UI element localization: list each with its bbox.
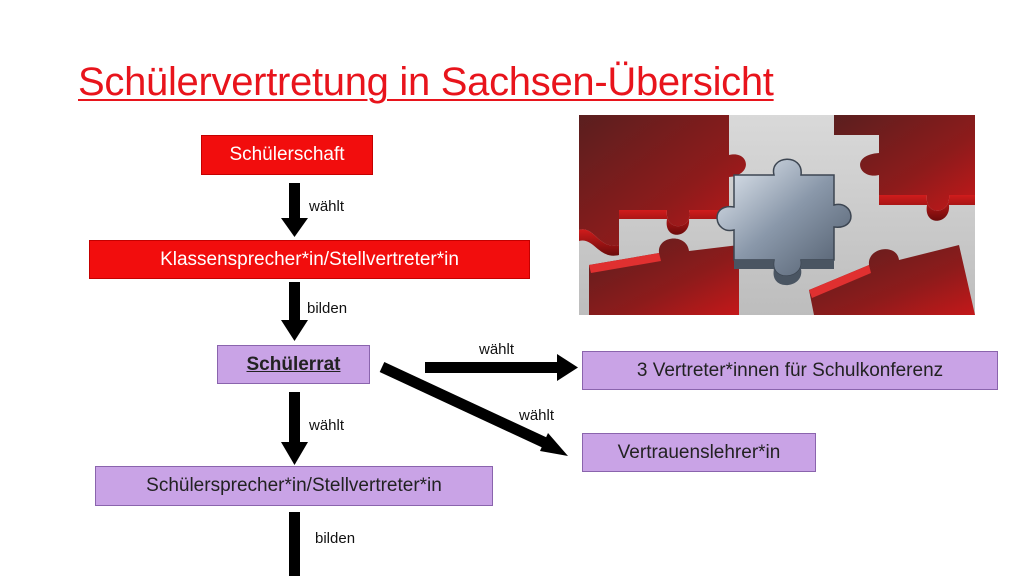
node-schulkonferenz: 3 Vertreter*innen für Schulkonferenz [582, 351, 998, 390]
arrow-right-schulkonferenz [425, 354, 578, 381]
puzzle-pieces-image [579, 115, 975, 315]
arrow-diagonal-vertrauenslehrer [379, 362, 568, 456]
edge-label-waehlt-1: wählt [309, 198, 345, 215]
node-schuelersprecher: Schülersprecher*in/Stellvertreter*in [95, 466, 493, 506]
edge-label-waehlt-3: wählt [479, 341, 515, 358]
slide-title: Schülervertretung in Sachsen-Übersicht [78, 60, 774, 104]
arrow-down-4 [289, 512, 300, 576]
edge-label-bilden-2: bilden [315, 530, 356, 547]
node-schuelerrat: Schülerrat [217, 345, 370, 384]
node-vertrauenslehrer: Vertrauenslehrer*in [582, 433, 816, 472]
node-klassensprecher: Klassensprecher*in/Stellvertreter*in [89, 240, 530, 279]
edge-label-waehlt-2: wählt [309, 417, 345, 434]
arrow-down-3 [281, 392, 308, 465]
edge-label-waehlt-4: wählt [519, 407, 555, 424]
arrow-down-2 [281, 282, 308, 341]
arrow-down-1 [281, 183, 308, 237]
node-schuelerschaft: Schülerschaft [201, 135, 373, 175]
edge-label-bilden-1: bilden [307, 300, 348, 317]
